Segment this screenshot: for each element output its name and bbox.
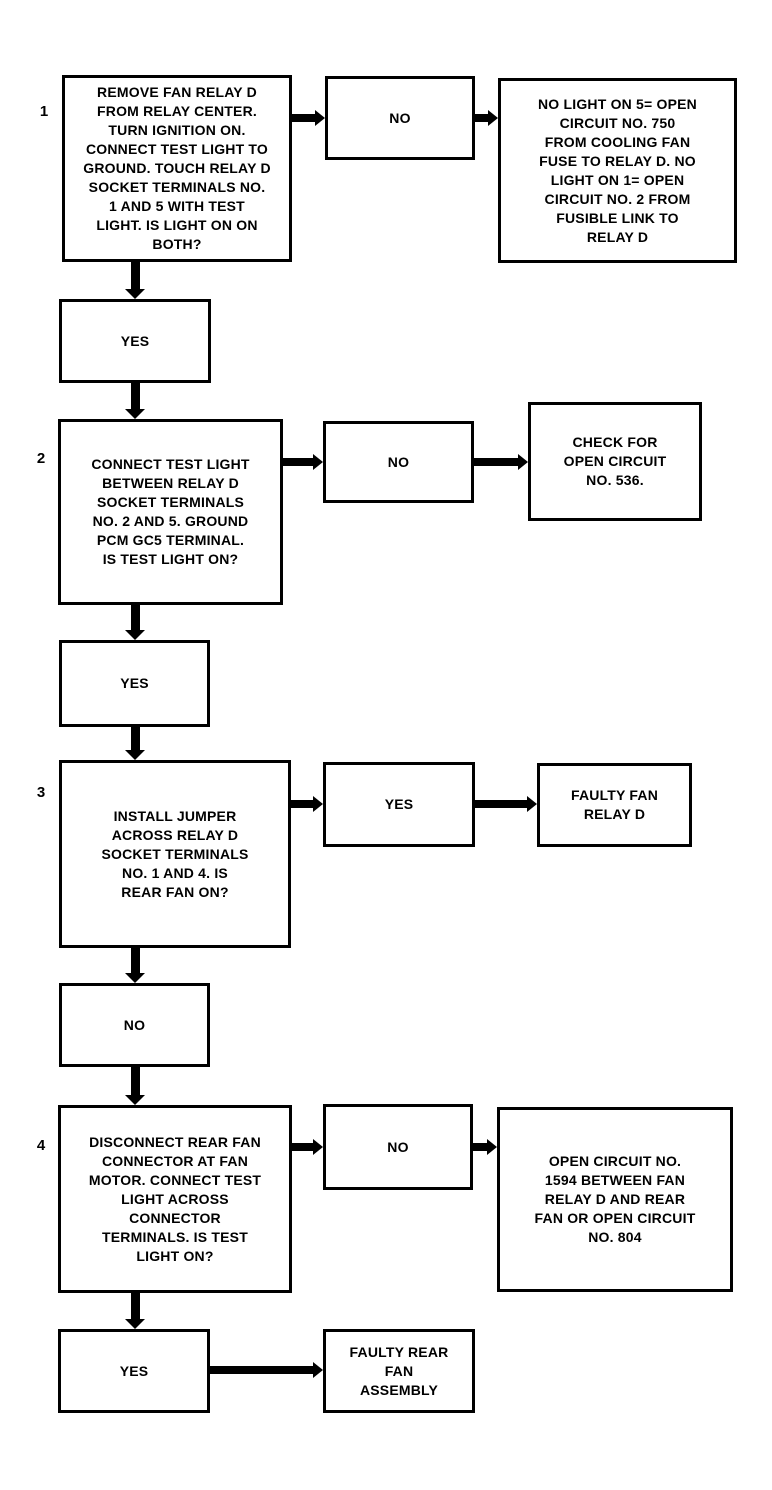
arrow-no-to-outcome4 bbox=[473, 1139, 497, 1155]
branch-box-no-3: NO bbox=[59, 983, 210, 1067]
step-box-3: INSTALL JUMPER ACROSS RELAY D SOCKET TER… bbox=[59, 760, 291, 948]
arrow-step2-to-no bbox=[283, 454, 323, 470]
step-number-1: 1 bbox=[39, 103, 49, 120]
arrow-step4-to-yes bbox=[125, 1293, 145, 1329]
arrow-no-to-outcome1 bbox=[475, 110, 498, 126]
arrow-step1-to-no bbox=[292, 110, 325, 126]
branch-box-yes-2: YES bbox=[59, 640, 210, 727]
step-box-4: DISCONNECT REAR FAN CONNECTOR AT FAN MOT… bbox=[58, 1105, 292, 1293]
arrow-no-to-outcome2 bbox=[474, 454, 528, 470]
branch-box-yes-final: YES bbox=[58, 1329, 210, 1413]
arrow-yes2-to-step3 bbox=[125, 727, 145, 760]
branch-box-no-1: NO bbox=[325, 76, 475, 160]
step-number-4: 4 bbox=[36, 1137, 46, 1154]
arrow-step1-to-yes bbox=[125, 262, 145, 299]
step-box-2: CONNECT TEST LIGHT BETWEEN RELAY D SOCKE… bbox=[58, 419, 283, 605]
arrow-step2-to-yes bbox=[125, 605, 145, 640]
step-number-3: 3 bbox=[36, 784, 46, 801]
arrow-step4-to-no bbox=[292, 1139, 323, 1155]
branch-box-no-4: NO bbox=[323, 1104, 473, 1190]
step-box-1: REMOVE FAN RELAY D FROM RELAY CENTER. TU… bbox=[62, 75, 292, 262]
step-number-2: 2 bbox=[36, 450, 46, 467]
arrow-yes-to-outcome5 bbox=[210, 1362, 323, 1378]
branch-box-yes-1: YES bbox=[59, 299, 211, 383]
arrow-step3-to-no bbox=[125, 948, 145, 983]
outcome-box-5: FAULTY REAR FAN ASSEMBLY bbox=[323, 1329, 475, 1413]
outcome-box-3: FAULTY FAN RELAY D bbox=[537, 763, 692, 847]
arrow-step3-to-yes bbox=[291, 796, 323, 812]
branch-box-no-2: NO bbox=[323, 421, 474, 503]
outcome-box-4: OPEN CIRCUIT NO. 1594 BETWEEN FAN RELAY … bbox=[497, 1107, 733, 1292]
arrow-yes1-to-step2 bbox=[125, 383, 145, 419]
branch-box-yes-3: YES bbox=[323, 762, 475, 847]
arrow-yes-to-outcome3 bbox=[475, 796, 537, 812]
outcome-box-1: NO LIGHT ON 5= OPEN CIRCUIT NO. 750 FROM… bbox=[498, 78, 737, 263]
arrow-no3-to-step4 bbox=[125, 1067, 145, 1105]
outcome-box-2: CHECK FOR OPEN CIRCUIT NO. 536. bbox=[528, 402, 702, 521]
